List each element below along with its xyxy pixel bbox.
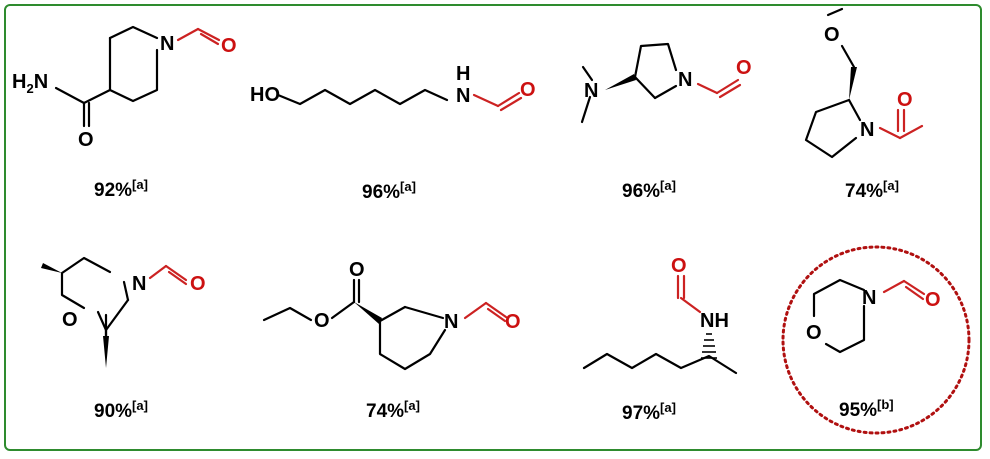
compound-5-yield: 90%[a] [94,398,148,422]
compound-2-nh-h-label: H [456,63,470,85]
compound-8-n-label: N [862,287,876,309]
compound-6-structure: O O N O [262,259,521,371]
compound-2-nh-n-label: N [456,85,470,107]
compound-4-n-label: N [860,119,874,141]
scheme-frame [4,4,982,451]
compound-2-yield: 96%[a] [362,179,416,203]
compound-4-ether-o-label: O [824,24,840,46]
compound-1-n-label: N [160,33,174,55]
compound-2-ho-label: HO [250,84,280,106]
compound-6-formyl-o-label: O [505,311,521,333]
compound-7-yield: 97%[a] [622,400,676,424]
compound-5-n-label: N [132,273,146,295]
compound-5-structure: N O O [41,256,206,368]
compound-3-n-label: N [678,69,692,91]
compound-4-yield: 74%[a] [845,178,899,202]
compound-1-yield: 92%[a] [94,177,148,201]
compound-4-formyl-o-label: O [897,89,913,111]
compound-6-carbonyl-o-label: O [349,259,365,281]
compound-1-formyl-o-label: O [221,35,237,57]
compound-8-structure: N O O [806,278,941,354]
compound-7-structure: O NH [582,255,738,375]
compound-1-amide-o-label: O [78,129,94,151]
compound-2-formyl-o-label: O [520,79,536,101]
compound-7-nh-label: NH [700,310,729,332]
compound-5-ring-o-label: O [62,309,78,331]
compound-2-structure: HO H N O [250,63,536,112]
compound-7-hashed-bond [701,333,717,359]
compound-3-yield: 96%[a] [622,178,676,202]
compound-3-formyl-o-label: O [736,57,752,79]
highlight-circle [781,245,971,435]
compound-8-yield: 95%[b] [839,397,894,421]
compound-6-yield: 74%[a] [366,398,420,422]
compound-3-structure: N N O [580,42,752,124]
compound-5-formyl-o-label: O [190,273,206,295]
compound-3-nme2-label: N [584,80,598,102]
compound-8-formyl-o-label: O [925,289,941,311]
compound-6-ester-o-label: O [314,310,330,332]
compound-4-structure: O N O [804,7,924,159]
compound-7-formyl-o-label: O [671,255,687,277]
compound-1-structure: N O H2N O [12,25,237,151]
compound-6-n-label: N [444,311,458,333]
compound-8-ring-o-label: O [806,322,822,344]
compound-1-h2n-label: H2N [12,71,48,96]
